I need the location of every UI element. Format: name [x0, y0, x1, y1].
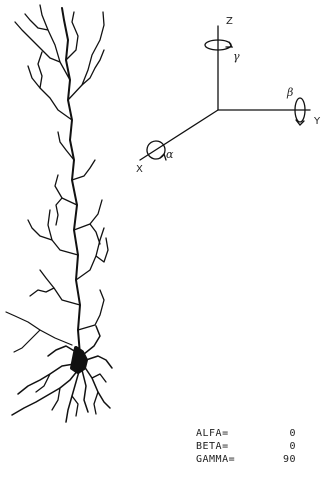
z-axis-label: Z: [226, 16, 233, 27]
basal-dendrite: [92, 374, 106, 382]
basal-branch-long: [6, 312, 72, 345]
basal-dendrite: [36, 374, 50, 392]
basal-dendrite: [82, 370, 88, 412]
apical-branch: [28, 66, 72, 120]
oblique-branch: [56, 198, 62, 225]
apical-branch: [72, 160, 95, 180]
x-axis-label: X: [136, 164, 143, 175]
gamma-label: γ: [233, 50, 240, 63]
oblique-branch: [90, 224, 100, 244]
alfa-value: 0: [268, 427, 296, 440]
neuron-drawing: [6, 5, 112, 422]
gamma-angle-label: GAMMA=: [196, 453, 268, 466]
gamma-row: GAMMA= 90: [196, 453, 296, 466]
gamma-value: 90: [268, 453, 296, 466]
beta-value: 0: [268, 440, 296, 453]
axes-diagram: [140, 26, 310, 162]
oblique-branch: [30, 288, 54, 296]
angle-readout: ALFA= 0 BETA= 0 GAMMA= 90: [196, 427, 296, 466]
apical-branch: [38, 52, 42, 88]
basal-dendrite: [86, 356, 112, 368]
oblique-branch: [40, 270, 80, 305]
basal-dendrite: [94, 392, 98, 414]
basal-dendrite: [48, 346, 76, 356]
oblique-branch: [76, 228, 104, 280]
basal-dendrite: [84, 366, 110, 408]
apical-branch: [82, 50, 104, 85]
basal-dendrite: [84, 326, 100, 354]
basal-dendrite: [18, 364, 74, 394]
alfa-label: ALFA=: [196, 427, 268, 440]
beta-row: BETA= 0: [196, 440, 296, 453]
oblique-branch: [74, 200, 102, 230]
oblique-branch: [78, 290, 104, 330]
basal-dendrite: [72, 396, 78, 416]
beta-label: BETA=: [196, 440, 268, 453]
alpha-label: α: [166, 148, 174, 161]
basal-branch-long: [14, 330, 40, 352]
y-axis-label: Y: [313, 116, 321, 127]
alfa-row: ALFA= 0: [196, 427, 296, 440]
apical-branch: [40, 5, 70, 80]
gamma-arrowhead-icon: [226, 42, 232, 47]
x-axis: [140, 110, 218, 160]
beta-label: β: [286, 86, 293, 99]
